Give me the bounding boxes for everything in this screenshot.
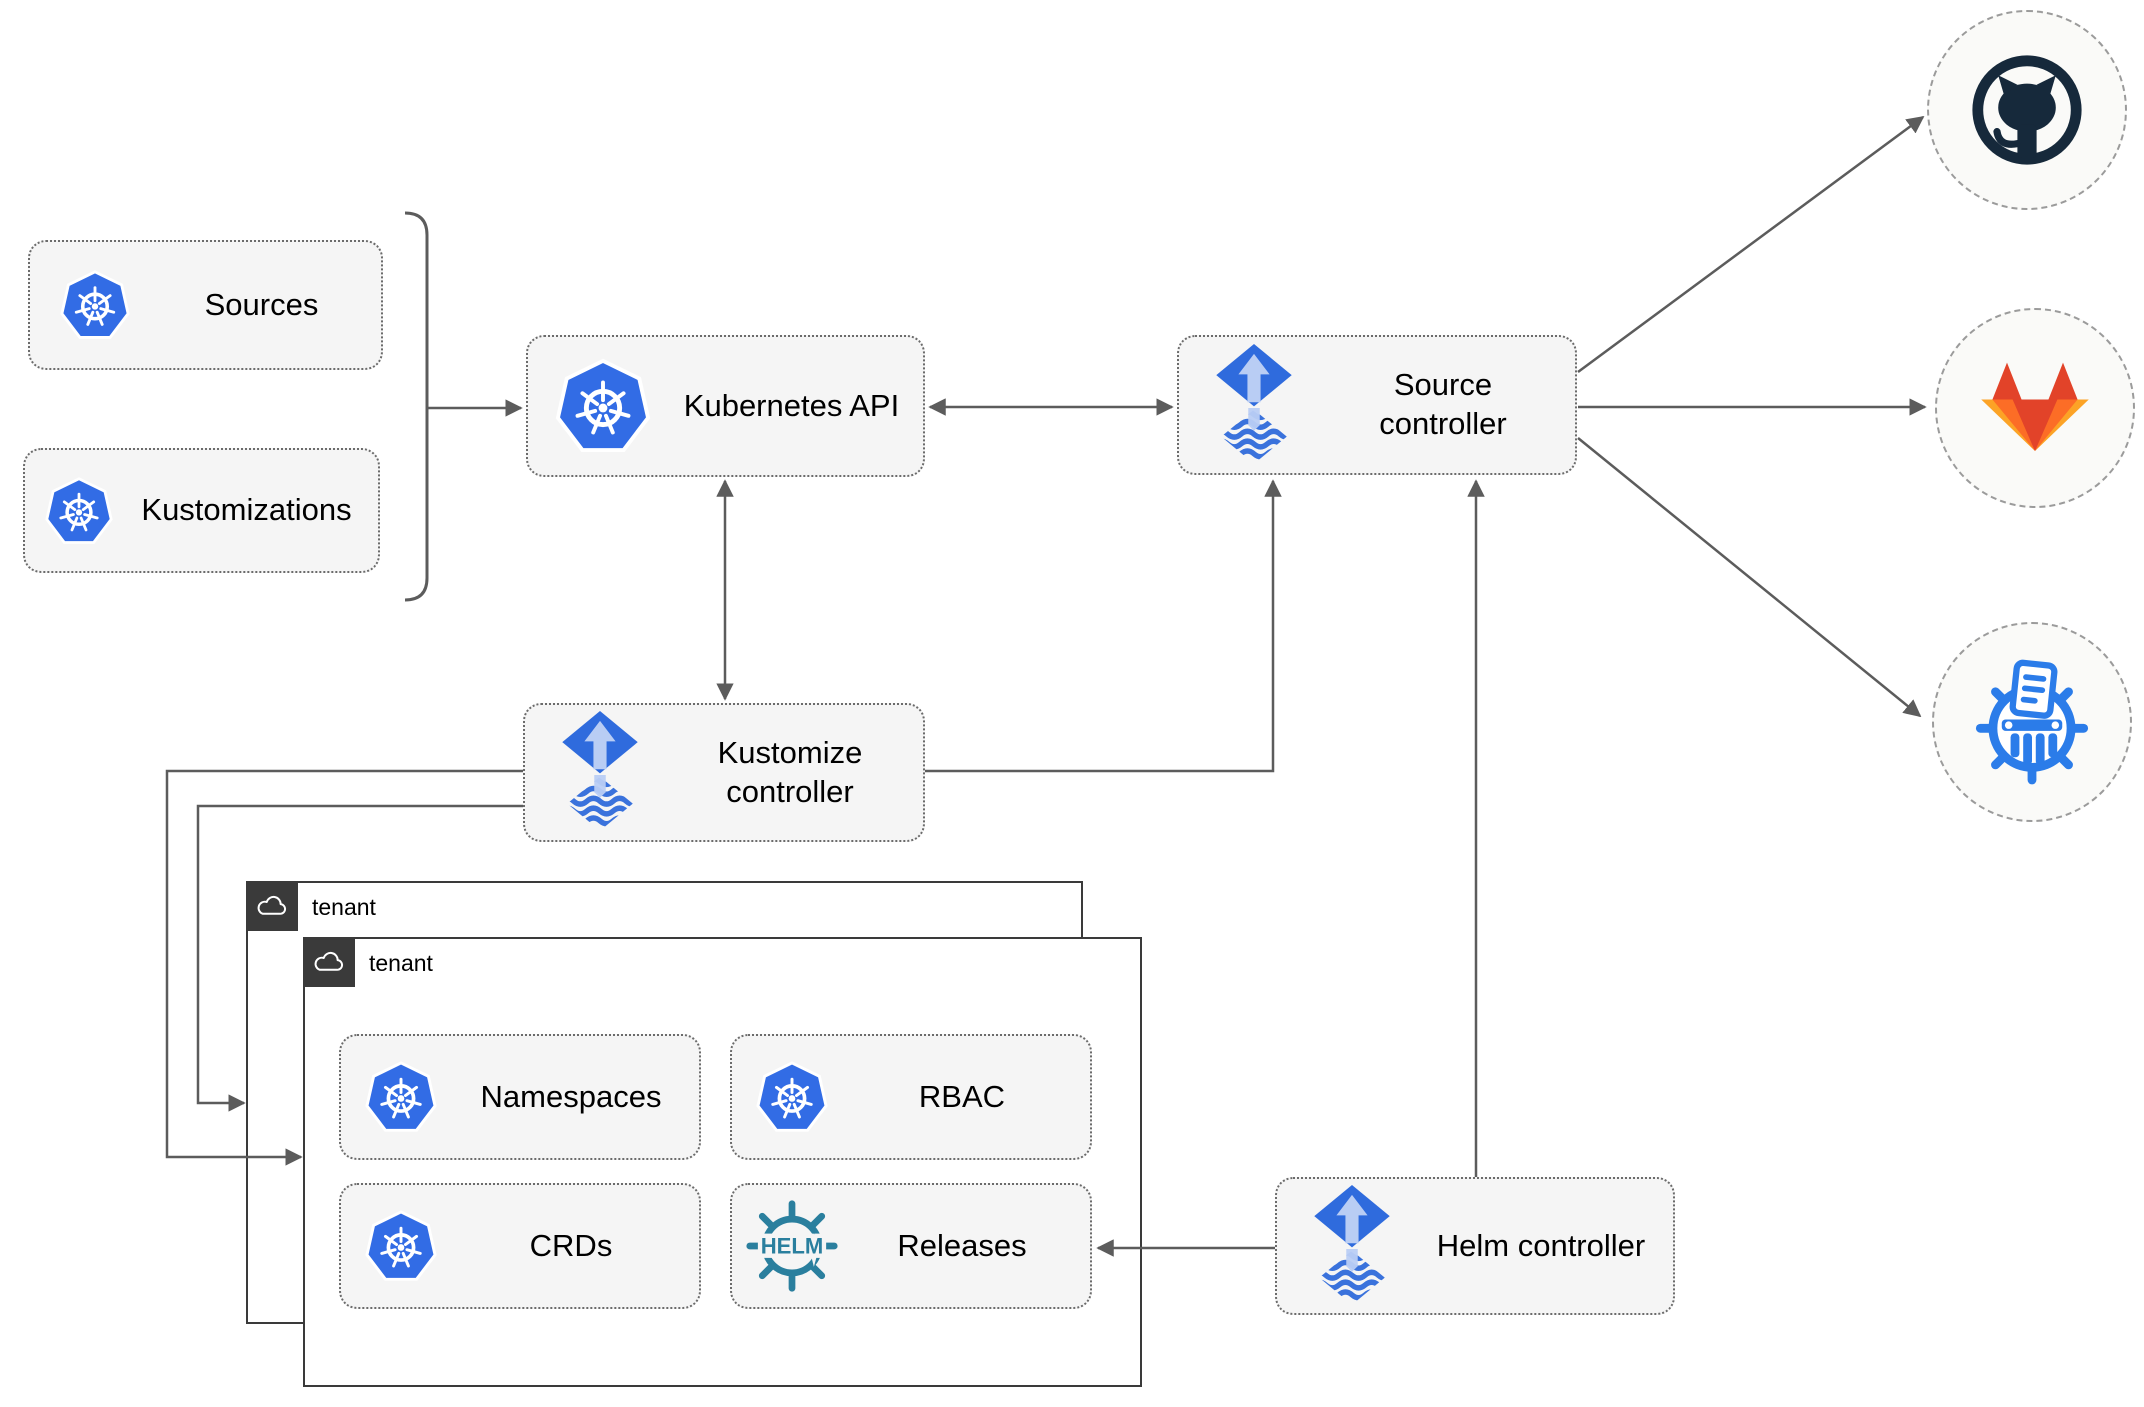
node-sources-label: Sources [204, 286, 319, 322]
helm-icon: HELM [732, 1198, 852, 1294]
edge-source-to-github [1577, 115, 1925, 374]
node-namespaces-label: Namespaces [480, 1078, 662, 1114]
kubernetes-icon [528, 357, 678, 455]
tenant-back-label: tenant [312, 894, 376, 920]
node-releases-label: Releases [897, 1227, 1027, 1263]
node-helm-controller: Helm controller [1275, 1177, 1675, 1315]
node-source-controller-label: Source controller [1379, 367, 1507, 441]
node-rbac: RBAC [730, 1034, 1092, 1160]
node-kustomizations: Kustomizations [23, 448, 380, 573]
node-releases: HELM Releases [730, 1183, 1092, 1309]
node-helm-controller-label: Helm controller [1436, 1227, 1646, 1263]
node-source-controller: Source controller [1177, 335, 1577, 475]
kustomize-icon [1969, 659, 2095, 785]
external-kustomize [1932, 622, 2132, 822]
tenant-group-front: tenant [303, 937, 1142, 1387]
node-kustomize-controller-label: Kustomize controller [717, 734, 863, 809]
flux-icon [525, 711, 675, 834]
node-kustomize-controller: Kustomize controller [523, 703, 925, 842]
node-kustomizations-label: Kustomizations [141, 492, 352, 528]
node-sources: Sources [28, 240, 383, 370]
external-github [1927, 10, 2127, 210]
node-kubernetes-api-label: Kubernetes API [683, 387, 900, 423]
cloud-icon [303, 937, 355, 987]
kubernetes-icon [341, 1209, 461, 1283]
edge-kustomize-to-source [925, 479, 1282, 773]
tenant-front-label: tenant [369, 950, 433, 976]
kubernetes-icon [732, 1060, 852, 1134]
node-rbac-label: RBAC [918, 1078, 1006, 1114]
edge-source-to-kustomize [1577, 437, 1922, 718]
flux-icon [1179, 344, 1329, 467]
external-gitlab [1935, 308, 2135, 508]
github-icon [1967, 50, 2087, 170]
helm-logo-text: HELM [761, 1234, 824, 1259]
kubernetes-icon [25, 476, 133, 546]
edge-bracket [404, 211, 429, 602]
node-crds: CRDs [339, 1183, 701, 1309]
kubernetes-icon [30, 269, 160, 341]
flux-icon [1277, 1185, 1427, 1308]
kubernetes-icon [341, 1060, 461, 1134]
gitlab-icon [1979, 359, 2091, 458]
cloud-icon [246, 881, 298, 931]
node-kubernetes-api: Kubernetes API [526, 335, 925, 477]
node-crds-label: CRDs [529, 1227, 613, 1263]
node-namespaces: Namespaces [339, 1034, 701, 1160]
